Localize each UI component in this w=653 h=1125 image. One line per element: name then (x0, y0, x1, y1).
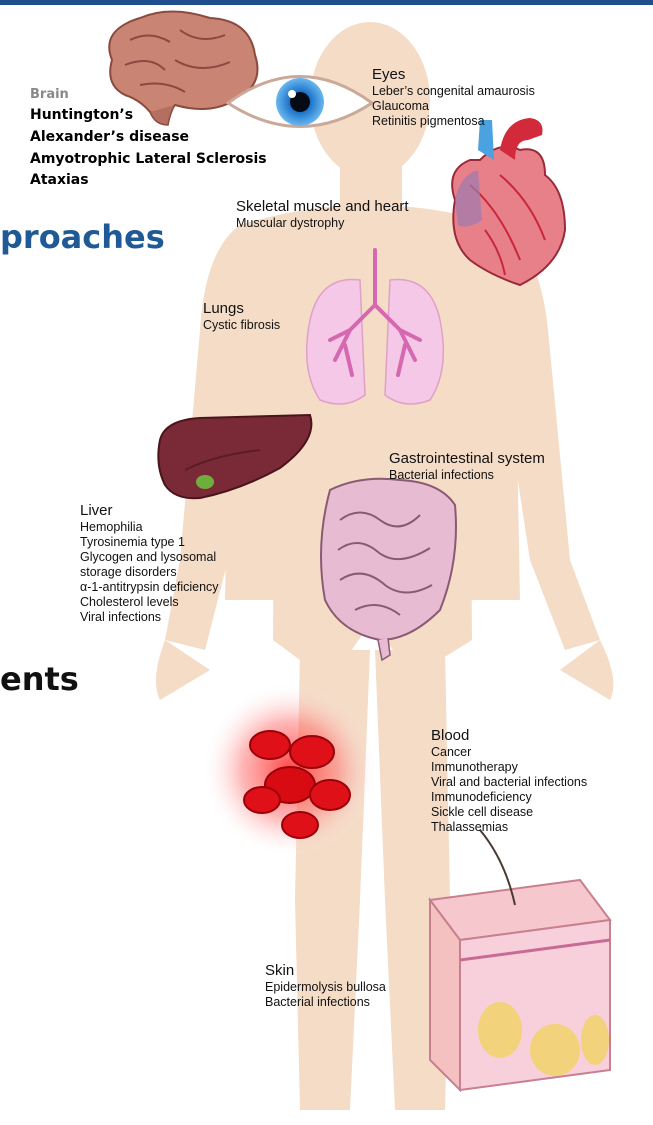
eyes-item: Leber’s congenital amaurosis (372, 84, 535, 99)
skin-item: Bacterial infections (265, 995, 386, 1010)
brain-item: Amyotrophic Lateral Sclerosis (30, 149, 267, 171)
skin-heading: Skin (265, 962, 386, 980)
brain-heading: Brain (30, 85, 267, 105)
liver-heading: Liver (80, 502, 219, 520)
brain-label-group: Brain Huntington’s Alexander’s disease A… (30, 85, 267, 192)
muscle-heart-heading: Skeletal muscle and heart (236, 198, 409, 216)
lungs-heading: Lungs (203, 300, 280, 318)
liver-item: Glycogen and lysosomal (80, 550, 219, 565)
skin-item: Epidermolysis bullosa (265, 980, 386, 995)
lungs-item: Cystic fibrosis (203, 318, 280, 333)
eyes-item: Retinitis pigmentosa (372, 114, 535, 129)
blood-item: Cancer (431, 745, 587, 760)
liver-item: Cholesterol levels (80, 595, 219, 610)
heading-fragment-approaches: proaches (0, 218, 165, 256)
skin-label-group: Skin Epidermolysis bullosa Bacterial inf… (265, 962, 386, 1010)
liver-item: Hemophilia (80, 520, 219, 535)
gi-heading: Gastrointestinal system (389, 450, 545, 468)
liver-item: Tyrosinemia type 1 (80, 535, 219, 550)
blood-label-group: Blood Cancer Immunotherapy Viral and bac… (431, 727, 587, 835)
brain-item: Huntington’s (30, 105, 267, 127)
gi-label-group: Gastrointestinal system Bacterial infect… (389, 450, 545, 483)
brain-item: Alexander’s disease (30, 127, 267, 149)
liver-item: α-1-antitrypsin deficiency (80, 580, 219, 595)
blood-heading: Blood (431, 727, 587, 745)
muscle-heart-label-group: Skeletal muscle and heart Muscular dystr… (236, 198, 409, 231)
muscle-heart-item: Muscular dystrophy (236, 216, 409, 231)
lungs-label-group: Lungs Cystic fibrosis (203, 300, 280, 333)
blood-item: Sickle cell disease (431, 805, 587, 820)
heart-illustration (452, 118, 565, 285)
eyes-item: Glaucoma (372, 99, 535, 114)
skin-block-illustration (430, 830, 610, 1090)
gi-item: Bacterial infections (389, 468, 545, 483)
blood-item: Immunodeficiency (431, 790, 587, 805)
blood-item: Viral and bacterial infections (431, 775, 587, 790)
brain-item: Ataxias (30, 170, 267, 192)
eyes-label-group: Eyes Leber’s congenital amaurosis Glauco… (372, 66, 535, 129)
liver-item: storage disorders (80, 565, 219, 580)
blood-item: Thalassemias (431, 820, 587, 835)
liver-item: Viral infections (80, 610, 219, 625)
heading-fragment-treatments: ents (0, 660, 79, 698)
eyes-heading: Eyes (372, 66, 535, 84)
liver-label-group: Liver Hemophilia Tyrosinemia type 1 Glyc… (80, 502, 219, 625)
blood-item: Immunotherapy (431, 760, 587, 775)
blood-cells-illustration (202, 682, 378, 858)
